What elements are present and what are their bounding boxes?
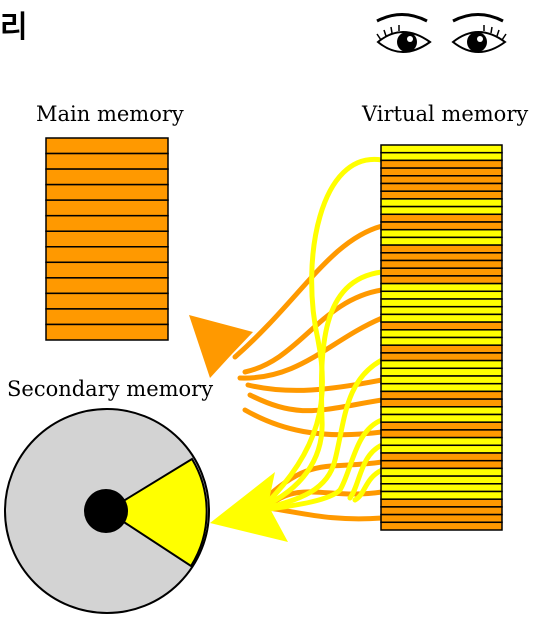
virtual-memory-page [380,175,503,185]
yellow-arrowhead [210,472,288,542]
virtual-memory-page [380,359,503,370]
title-fragment: 리 [0,10,28,45]
virtual-memory-page [380,221,503,231]
virtual-memory-page [380,406,503,416]
virtual-memory-page [380,429,503,439]
virtual-memory-page [380,182,503,192]
virtual-memory-page [380,167,503,177]
secondary-memory-label: Secondary memory [7,377,214,401]
virtual-memory-page [380,290,503,300]
virtual-memory-page [380,298,503,308]
virtual-memory-page [380,475,503,485]
virtual-memory-page [380,205,503,216]
main-memory-page [45,323,169,341]
main-memory-page [45,168,169,186]
virtual-memory-page [380,521,503,531]
virtual-memory-page [380,367,503,377]
virtual-memory-page [380,198,503,208]
main-memory-page [45,246,169,264]
virtual-memory-page [380,305,503,316]
virtual-memory-page [380,483,503,493]
virtual-memory-page [380,444,503,454]
virtual-memory-label: Virtual memory [362,102,529,126]
disk-sector [105,457,208,568]
virtual-memory-page [380,352,503,362]
virtual-memory-page [380,275,503,285]
main-memory-page [45,199,169,217]
virtual-memory-page [380,144,503,154]
virtual-memory-page [380,329,503,339]
virtual-memory-page [380,375,503,385]
virtual-memory-page [380,159,503,169]
virtual-memory-page [380,506,503,516]
main-memory-page [45,230,169,248]
main-memory-stack [45,137,169,341]
main-memory-page [45,292,169,310]
virtual-memory-page [380,213,503,223]
secondary-memory-disk [4,408,210,614]
virtual-memory-page [380,259,503,269]
virtual-memory-page [380,421,503,431]
virtual-memory-page [380,436,503,447]
main-memory-label: Main memory [36,102,184,126]
main-memory-page [45,277,169,295]
main-memory-page [45,261,169,279]
virtual-memory-page [380,321,503,331]
virtual-memory-page [380,244,503,254]
virtual-memory-page [380,313,503,323]
virtual-memory-page [380,452,503,462]
virtual-memory-page [380,236,503,246]
mapping-arrows [232,156,385,522]
virtual-memory-page [380,252,503,262]
virtual-memory-page [380,282,503,293]
virtual-memory-page [380,398,503,408]
virtual-memory-page [380,490,503,500]
virtual-memory-page [380,336,503,346]
virtual-memory-page [380,513,503,524]
virtual-memory-page [380,190,503,200]
main-memory-page [45,137,169,155]
virtual-memory-page [380,467,503,477]
virtual-memory-page [380,267,503,277]
eyes-icon [376,13,507,53]
virtual-memory-stack [380,144,503,531]
virtual-memory-page [380,413,503,423]
virtual-memory-page [380,390,503,400]
virtual-memory-page [380,382,503,393]
main-memory-page [45,183,169,201]
disk-hub [84,489,128,533]
orange-arrowhead [189,315,253,378]
virtual-memory-page [380,498,503,508]
virtual-memory-page [380,459,503,470]
virtual-memory-page [380,151,503,162]
virtual-memory-page [380,228,503,239]
virtual-memory-page [380,344,503,354]
main-memory-page [45,214,169,232]
main-memory-page [45,308,169,326]
main-memory-page [45,152,169,170]
